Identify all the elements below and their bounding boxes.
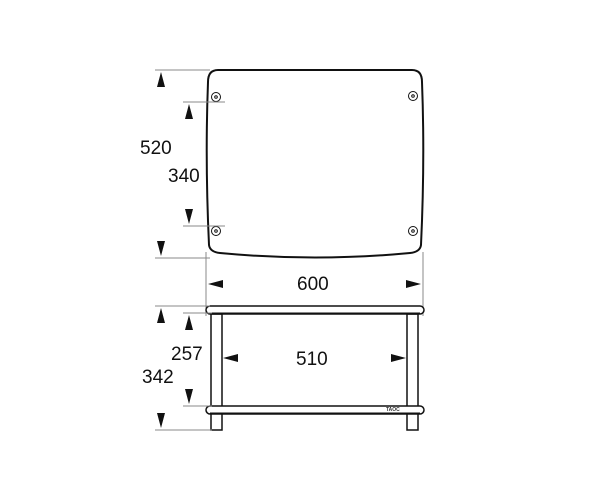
screw-spacing-label: 340 (168, 166, 200, 187)
shelf-gap-label: 257 (171, 344, 203, 365)
arrow-down-icon (185, 389, 193, 404)
top-shelf (205, 305, 425, 315)
depth-total-label: 520 (140, 138, 172, 159)
left-leg (210, 313, 223, 409)
arrow-down-icon (157, 241, 165, 256)
shelf-top-outline (205, 69, 425, 259)
top-view: 520 340 (140, 69, 425, 259)
arrow-up-icon (185, 104, 193, 119)
arrow-right-icon (391, 354, 406, 362)
height-total-label: 342 (142, 367, 174, 388)
brand-logo: TAOC (386, 407, 400, 413)
right-foot (406, 412, 419, 431)
arrow-right-icon (406, 280, 421, 288)
screw-icon (408, 226, 418, 236)
arrow-up-icon (157, 72, 165, 87)
arrow-down-icon (185, 209, 193, 224)
arrow-up-icon (157, 308, 165, 323)
arrow-up-icon (185, 315, 193, 330)
width-label: 600 (297, 274, 329, 295)
left-foot (210, 412, 223, 431)
arrow-left-icon (223, 354, 238, 362)
inner-width-label: 510 (296, 349, 328, 370)
bottom-shelf (205, 405, 425, 415)
arrow-left-icon (208, 280, 223, 288)
arrow-down-icon (157, 413, 165, 428)
right-leg (406, 313, 419, 409)
front-view: TAOC 342 257 510 (142, 305, 425, 431)
screw-icon (408, 91, 418, 101)
